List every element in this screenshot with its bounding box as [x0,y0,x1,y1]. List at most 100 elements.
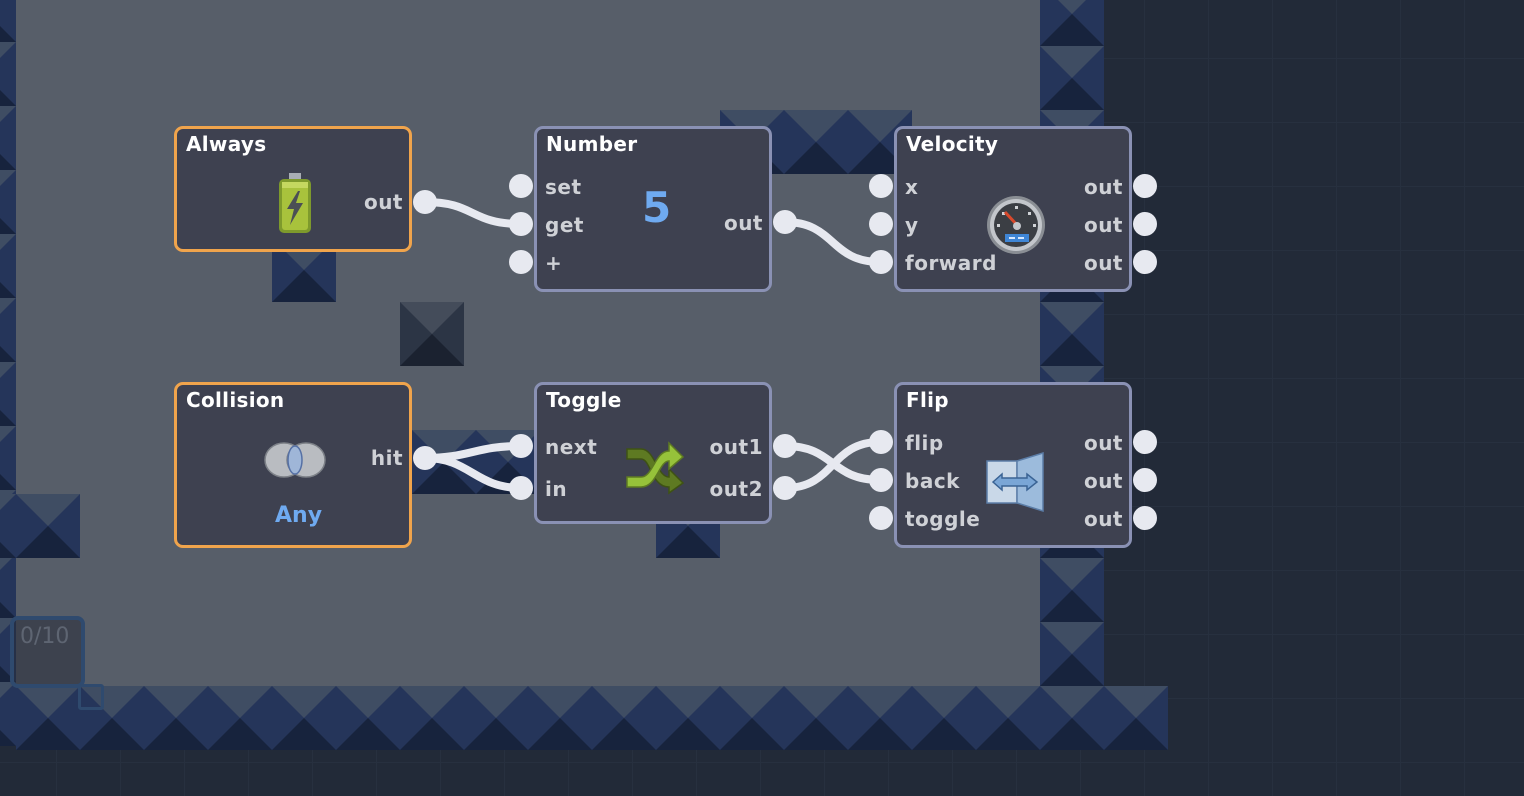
node-title: Toggle [546,388,622,412]
port-label-out-1: out [1083,175,1123,199]
port-label-out-2: out [1083,213,1123,237]
port-label-out: out [723,211,763,235]
collectible-counter-box [10,616,85,688]
port-label-y: y [905,213,919,237]
port-number-out[interactable] [773,210,797,234]
speedometer-icon [985,195,1047,259]
floor-tile [528,686,592,750]
block-tile [784,110,848,174]
port-toggle-out2[interactable] [773,476,797,500]
left-wall-tile [0,554,16,618]
flip-icon [985,451,1047,517]
port-velocity-out-3[interactable] [1133,250,1157,274]
node-always[interactable]: Always out [174,126,412,252]
port-label-back: back [905,469,960,493]
port-number-set[interactable] [509,174,533,198]
node-number[interactable]: Number set get + 5 out [534,126,772,292]
collision-icon [264,441,326,483]
node-collision[interactable]: Collision hit Any [174,382,412,548]
floor-tile [272,686,336,750]
port-velocity-x[interactable] [869,174,893,198]
number-value[interactable]: 5 [642,183,672,232]
node-toggle[interactable]: Toggle next in out1 out2 [534,382,772,524]
port-velocity-y[interactable] [869,212,893,236]
floor-tile [912,686,976,750]
node-velocity[interactable]: Velocity x y forward out out out [894,126,1132,292]
floor-tile [720,686,784,750]
port-label-x: x [905,175,919,199]
floor-tile [400,686,464,750]
shuffle-icon [623,441,685,499]
port-toggle-next[interactable] [509,434,533,458]
left-wall-tile [0,234,16,298]
port-label-plus: + [545,251,563,275]
port-label-out: out [363,190,403,214]
right-wall-tile [1040,302,1104,366]
floor-tile [848,686,912,750]
left-wall-tile [0,170,16,234]
right-wall-tile [1040,46,1104,110]
port-label-out-2: out [1083,469,1123,493]
port-label-flip: flip [905,431,944,455]
level-floor [16,0,1040,686]
port-always-out[interactable] [413,190,437,214]
left-wall-tile [0,682,16,746]
port-label-get: get [545,213,584,237]
floor-tile [16,686,80,750]
port-flip-toggle[interactable] [869,506,893,530]
port-number-plus[interactable] [509,250,533,274]
port-toggle-out1[interactable] [773,434,797,458]
collision-filter-value[interactable]: Any [275,503,323,528]
port-velocity-out-1[interactable] [1133,174,1157,198]
right-wall-tile [1040,558,1104,622]
floor-tile [80,686,144,750]
port-toggle-in[interactable] [509,476,533,500]
floor-tile [976,686,1040,750]
port-flip-flip[interactable] [869,430,893,454]
node-title: Velocity [906,132,999,156]
left-wall-tile [0,42,16,106]
port-number-get[interactable] [509,212,533,236]
port-label-hit: hit [370,446,403,470]
floor-tile [1104,686,1168,750]
block-tile [0,494,16,558]
port-velocity-forward[interactable] [869,250,893,274]
floor-tile [144,686,208,750]
left-wall-tile [0,426,16,490]
floor-tile [784,686,848,750]
node-title: Collision [186,388,285,412]
node-title: Always [186,132,267,156]
floor-tile [656,686,720,750]
port-label-out1: out1 [709,435,763,459]
port-flip-out-2[interactable] [1133,468,1157,492]
port-label-out-3: out [1083,251,1123,275]
floor-tile [1040,686,1104,750]
port-label-out-3: out [1083,507,1123,531]
counter-corner-marker [78,684,104,710]
node-flip[interactable]: Flip flip back toggle out out out [894,382,1132,548]
port-flip-out-1[interactable] [1133,430,1157,454]
port-label-in: in [545,477,568,501]
battery-icon [277,173,313,239]
right-wall-tile [1040,0,1104,46]
node-title: Flip [906,388,949,412]
floor-tile [336,686,400,750]
port-label-toggle: toggle [905,507,981,531]
floor-tile [208,686,272,750]
port-flip-out-3[interactable] [1133,506,1157,530]
port-label-out-1: out [1083,431,1123,455]
block-tile [400,302,464,366]
node-title: Number [546,132,638,156]
floor-tile [464,686,528,750]
floor-tile [592,686,656,750]
port-label-out2: out2 [709,477,763,501]
port-collision-hit[interactable] [413,446,437,470]
port-flip-back[interactable] [869,468,893,492]
right-wall-tile [1040,622,1104,686]
block-tile [16,494,80,558]
port-label-set: set [545,175,582,199]
left-wall-tile [0,298,16,362]
port-velocity-out-2[interactable] [1133,212,1157,236]
port-label-next: next [545,435,598,459]
collectible-counter: 0/10 [20,624,70,649]
